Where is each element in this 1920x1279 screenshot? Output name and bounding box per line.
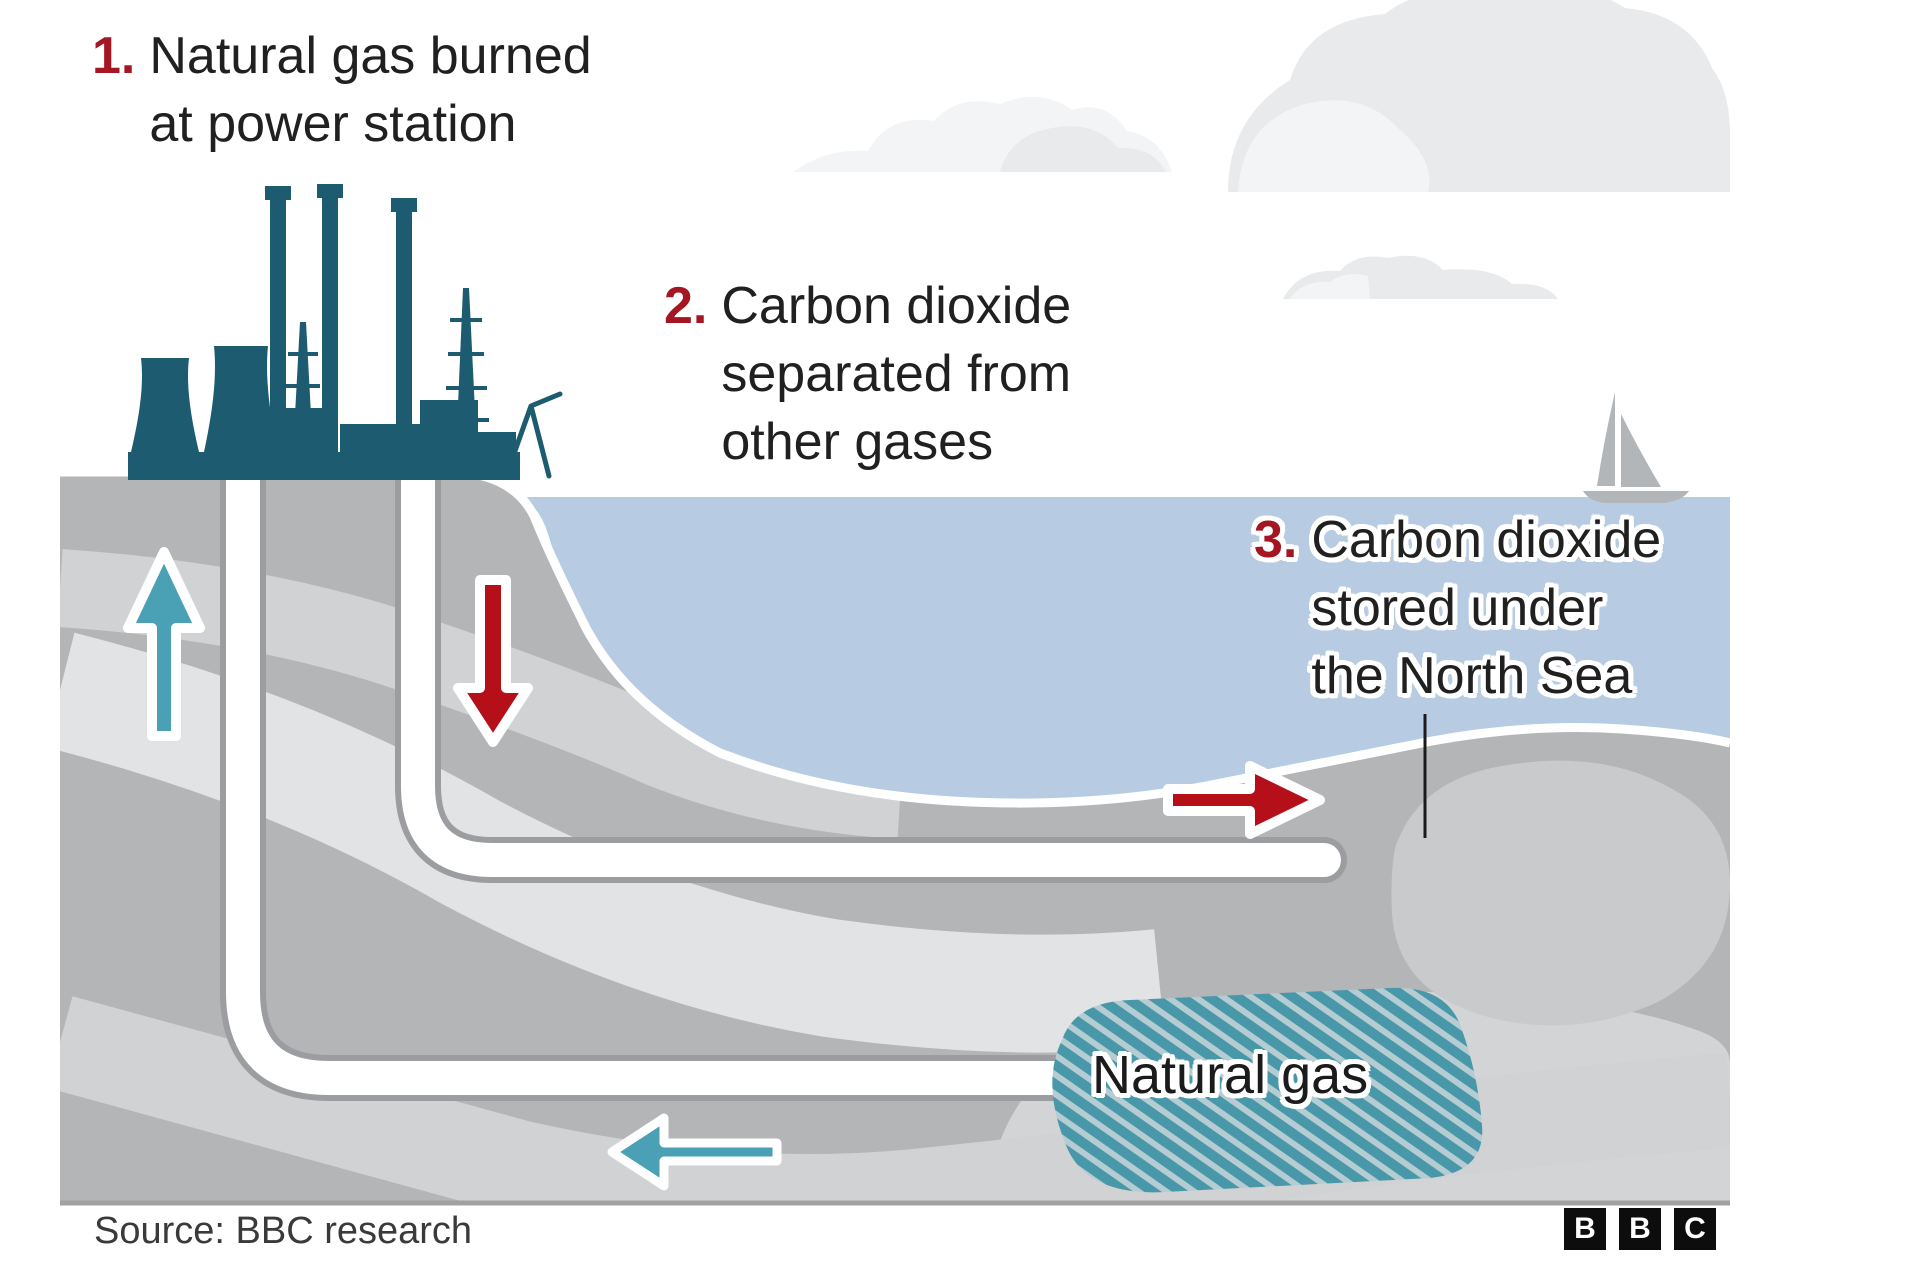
arrow-up-icon — [123, 547, 205, 741]
cloud-top-right-highlight — [1238, 100, 1430, 192]
arrow-right-icon — [1163, 761, 1325, 839]
lattice-mast-2 — [444, 288, 489, 452]
bbc-logo: B B C — [1564, 1208, 1716, 1250]
chimney-3 — [391, 198, 417, 452]
step-3-number: 3. — [1254, 511, 1298, 569]
step-2-label: 2. Carbon dioxide separated from other g… — [664, 272, 1071, 476]
step-1-label: 1. Natural gas burned at power station — [92, 22, 592, 158]
step-3-text: Carbon dioxide stored under the North Se… — [1311, 511, 1662, 705]
chimney-1 — [265, 186, 291, 452]
bbc-logo-letter-c: C — [1674, 1208, 1716, 1250]
step-2-text: Carbon dioxide separated from other gase… — [721, 277, 1072, 471]
step-1-text: Natural gas burned at power station — [149, 27, 592, 153]
arrow-left-icon — [607, 1113, 782, 1191]
natural-gas-label: Natural gas — [1092, 1045, 1369, 1105]
step-1-number: 1. — [92, 27, 136, 85]
step-2-number: 2. — [664, 277, 708, 335]
sea — [522, 497, 1730, 804]
chimney-2 — [317, 184, 343, 452]
cloud-small-right-highlight — [1290, 274, 1370, 299]
clouds — [793, 0, 1730, 299]
bbc-logo-letter-b2: B — [1619, 1208, 1661, 1250]
co2-storage-blob — [1391, 760, 1730, 1026]
cooling-tower-1 — [131, 358, 199, 452]
bbc-logo-letter-b1: B — [1564, 1208, 1606, 1250]
arrow-down-icon — [453, 575, 533, 747]
power-station-icon — [128, 184, 563, 480]
natural-gas-reservoir — [1052, 987, 1483, 1193]
source-credit: Source: BBC research — [94, 1210, 473, 1252]
seabed-outline — [60, 467, 1732, 808]
step-3-label: 3. Carbon dioxide stored under the North… — [1254, 506, 1661, 710]
natural-gas-pipe — [220, 474, 1075, 1101]
sailboat-icon — [1583, 392, 1689, 503]
co2-pipe-bore — [401, 474, 1316, 877]
gas-pipe-bore — [226, 474, 1075, 1095]
co2-pipe — [395, 474, 1347, 883]
cloud-middle-shade — [1000, 126, 1166, 172]
crane-icon — [503, 391, 563, 479]
station-buildings — [248, 400, 516, 452]
